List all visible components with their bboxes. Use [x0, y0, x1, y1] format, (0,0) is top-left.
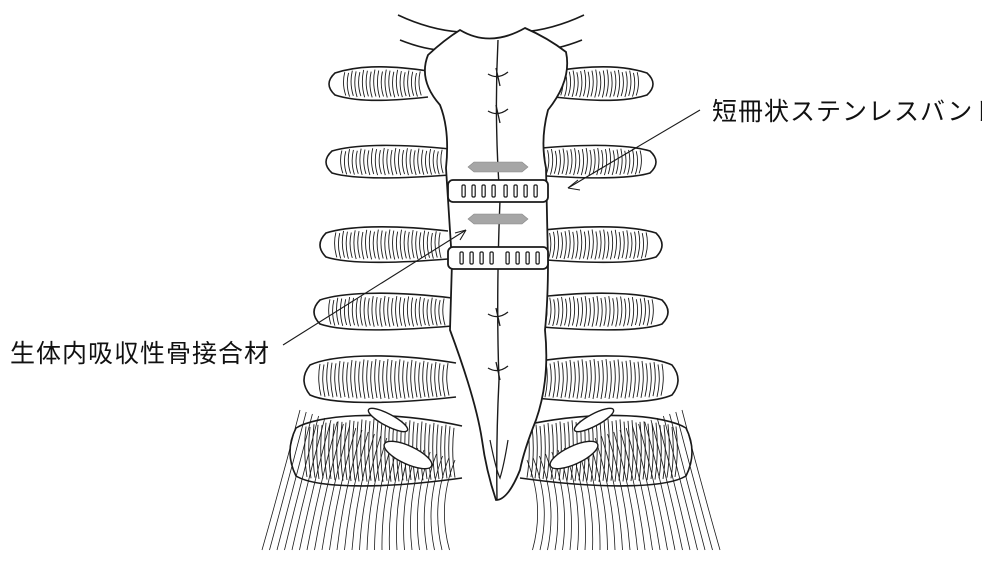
left-rib-4 [314, 293, 452, 330]
rib-hatching [341, 148, 444, 175]
band-slot [506, 252, 509, 264]
intercostal-gap [572, 404, 616, 435]
band-slot [524, 185, 527, 197]
band-slot [526, 252, 529, 264]
rib-hatching [329, 296, 445, 327]
band-slot [536, 252, 539, 264]
right-rib-3 [534, 227, 662, 263]
band-slot [470, 252, 473, 264]
rib-hatching [541, 230, 648, 260]
rib-hatching [335, 230, 442, 260]
band-slot [482, 185, 485, 197]
bioabsorbable-pin-1 [468, 162, 528, 172]
left-rib-3 [320, 227, 448, 263]
bioabsorbable-pin-2 [468, 214, 528, 224]
left-rib-5 [304, 356, 456, 403]
band-slot [472, 185, 475, 197]
bioabsorbable-material-label: 生体内吸収性骨接合材 [10, 334, 270, 370]
band-slot [516, 252, 519, 264]
stainless-band-label: 短冊状ステンレスバンド [712, 92, 982, 128]
band-slot [514, 185, 517, 197]
band-slot [460, 252, 463, 264]
rib-hatching [533, 359, 663, 399]
rib-hatching [305, 419, 455, 482]
right-ribs [520, 67, 720, 550]
band-slot [480, 252, 483, 264]
left-rib-1 [329, 67, 428, 101]
rib-hatching [537, 296, 653, 327]
rib-hatching [343, 70, 421, 98]
band-slot [492, 185, 495, 197]
rib-hatching [539, 148, 642, 175]
rib-hatching [319, 359, 449, 399]
left-rib-2 [326, 145, 450, 178]
intercostal-gap [366, 404, 410, 435]
stainless-band-1 [448, 180, 548, 202]
band-slot [504, 185, 507, 197]
band-slot [462, 185, 465, 197]
band-slot [490, 252, 493, 264]
rib-hatching [561, 70, 639, 98]
right-rib-4 [530, 293, 668, 330]
right-rib-1 [554, 67, 653, 101]
stainless-band-2 [448, 247, 548, 269]
rib-hatching [527, 419, 677, 482]
right-rib-5 [526, 356, 678, 403]
left-ribs [262, 67, 462, 550]
band-slot [534, 185, 537, 197]
